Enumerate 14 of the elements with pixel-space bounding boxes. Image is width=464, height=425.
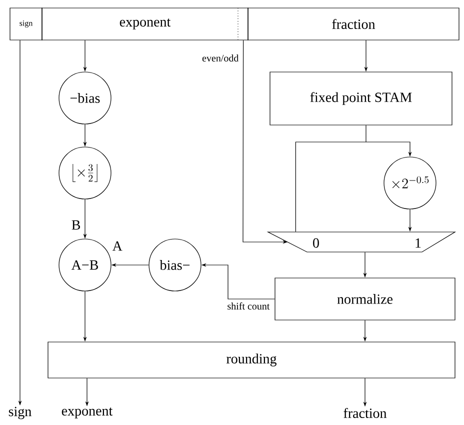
edge-label: A [111, 240, 124, 252]
output-label: exponent [62, 408, 113, 418]
edge-label: shift count [226, 301, 271, 311]
process-box: fixed point STAM [270, 72, 452, 126]
header-cell: fraction [248, 8, 460, 40]
process-box: rounding [48, 342, 456, 378]
output-label: sign [8, 406, 32, 420]
arrow [295, 125, 412, 232]
header-cell: sign [10, 8, 42, 40]
edge-label: B [70, 219, 82, 231]
process-box: normalize [274, 278, 456, 320]
edge-label: even/odd [201, 53, 240, 63]
header-cell: exponent [42, 8, 248, 40]
output-label: fraction [344, 408, 387, 418]
